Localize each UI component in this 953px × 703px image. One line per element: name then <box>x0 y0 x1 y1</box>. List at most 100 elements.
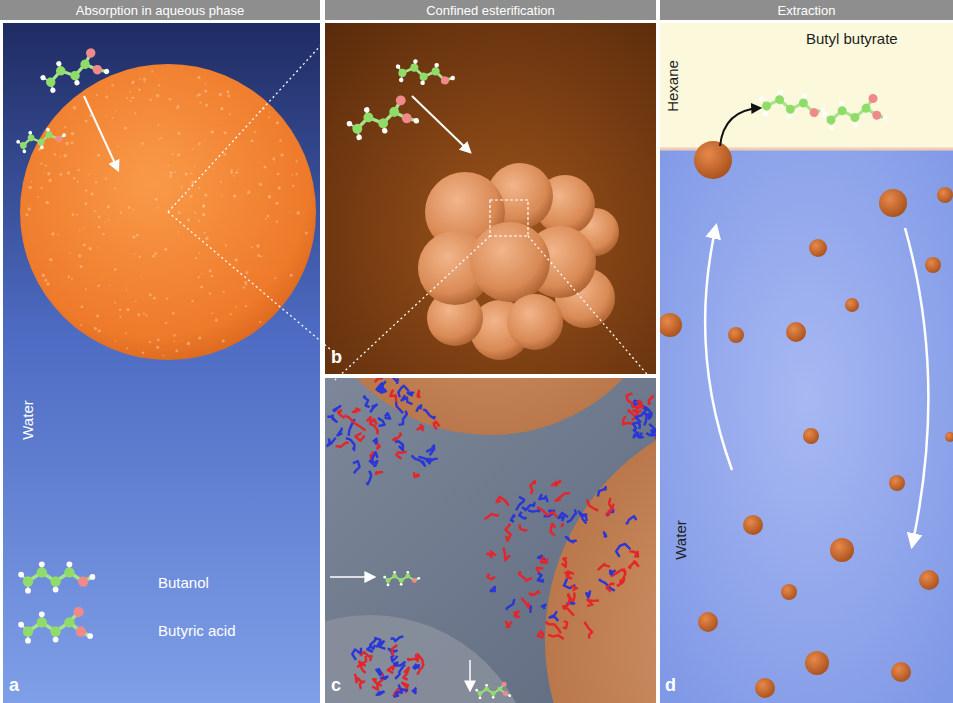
speckle <box>105 221 106 222</box>
speckle <box>144 81 145 82</box>
speckle <box>95 181 97 183</box>
art-part <box>320 0 325 703</box>
protein-strand <box>629 561 638 569</box>
protein-strand <box>408 654 417 660</box>
art-part <box>18 607 93 644</box>
speckle <box>226 91 229 94</box>
header-band: Confined esterification <box>325 0 656 20</box>
speckle <box>200 286 203 289</box>
speckle <box>268 116 270 118</box>
speckle <box>172 153 174 155</box>
protein-strand <box>376 668 381 675</box>
speckle <box>227 95 230 98</box>
speckle <box>149 341 151 343</box>
protein-strand <box>623 416 632 424</box>
speckle <box>134 112 136 114</box>
speckle <box>169 175 171 177</box>
speckle <box>220 107 223 110</box>
speckle <box>158 139 160 141</box>
art-part <box>383 571 420 586</box>
speckle <box>194 212 196 214</box>
protein-strand <box>333 405 341 412</box>
medium-label: Water <box>19 400 36 439</box>
protein-strand <box>561 524 563 527</box>
art-part <box>18 561 95 593</box>
speckle <box>89 247 92 250</box>
protein-strand <box>392 645 398 655</box>
protein-strand <box>537 507 557 517</box>
protein-strand <box>504 548 510 561</box>
speckle <box>196 95 198 97</box>
header-text: Extraction <box>778 3 836 18</box>
speckle <box>295 160 297 162</box>
speckle <box>45 165 47 167</box>
speckle <box>158 84 160 86</box>
speckle <box>290 274 293 277</box>
speckle <box>190 172 191 173</box>
speckle <box>157 207 159 209</box>
speckle <box>185 173 188 176</box>
art-part <box>330 576 374 578</box>
protein-strand <box>423 410 435 419</box>
speckle <box>49 258 52 261</box>
product-label: Butyl butyrate <box>806 30 898 47</box>
speckle <box>191 173 193 175</box>
speckle <box>139 78 141 80</box>
speckle <box>224 131 227 134</box>
protein-strand <box>407 393 413 396</box>
speckle <box>209 270 212 273</box>
speckle <box>31 181 33 183</box>
speckle <box>156 346 159 349</box>
speckle <box>187 219 190 222</box>
speckle <box>132 97 134 99</box>
art-part <box>325 23 656 374</box>
protein-strand <box>370 405 377 413</box>
protein-strand <box>389 378 398 384</box>
speckle <box>134 253 135 254</box>
speckle <box>43 172 44 173</box>
speckle <box>297 211 300 214</box>
header-text: Absorption in aqueous phase <box>76 3 244 18</box>
protein-strand <box>376 472 382 475</box>
protein-strand <box>566 537 576 543</box>
panel-d-art <box>660 23 953 703</box>
protein-strand <box>369 423 377 433</box>
art-part <box>905 228 928 546</box>
speckle <box>132 236 135 239</box>
protein-strand <box>587 501 598 511</box>
protein-strand <box>546 622 561 634</box>
protein-strand <box>367 471 372 484</box>
art-part <box>36 45 111 95</box>
speckle <box>231 171 233 173</box>
protein-strand <box>426 459 438 462</box>
protein-strand <box>511 515 515 522</box>
speckle <box>289 212 290 213</box>
speckle <box>215 319 218 322</box>
speckle <box>157 339 160 342</box>
speckle <box>179 198 181 200</box>
speckle <box>218 127 219 128</box>
speckle <box>267 215 270 218</box>
speckle <box>129 100 131 102</box>
speckle <box>276 121 279 124</box>
speckle <box>195 257 197 259</box>
protein-strand <box>327 438 335 446</box>
art-part <box>545 405 656 703</box>
speckle <box>80 324 82 326</box>
speckle <box>268 195 271 198</box>
speckle <box>172 312 175 315</box>
speckle <box>44 279 47 282</box>
speckle <box>202 205 205 208</box>
protein-strand <box>604 532 606 536</box>
speckle <box>175 350 178 353</box>
protein-strand <box>373 461 377 466</box>
speckle <box>235 258 238 261</box>
protein-strand <box>519 512 525 519</box>
speckle <box>169 98 172 101</box>
speckle <box>124 127 127 130</box>
speckle <box>126 348 128 350</box>
protein-strand <box>506 524 511 541</box>
speckle <box>42 274 45 277</box>
speckle <box>292 174 293 175</box>
